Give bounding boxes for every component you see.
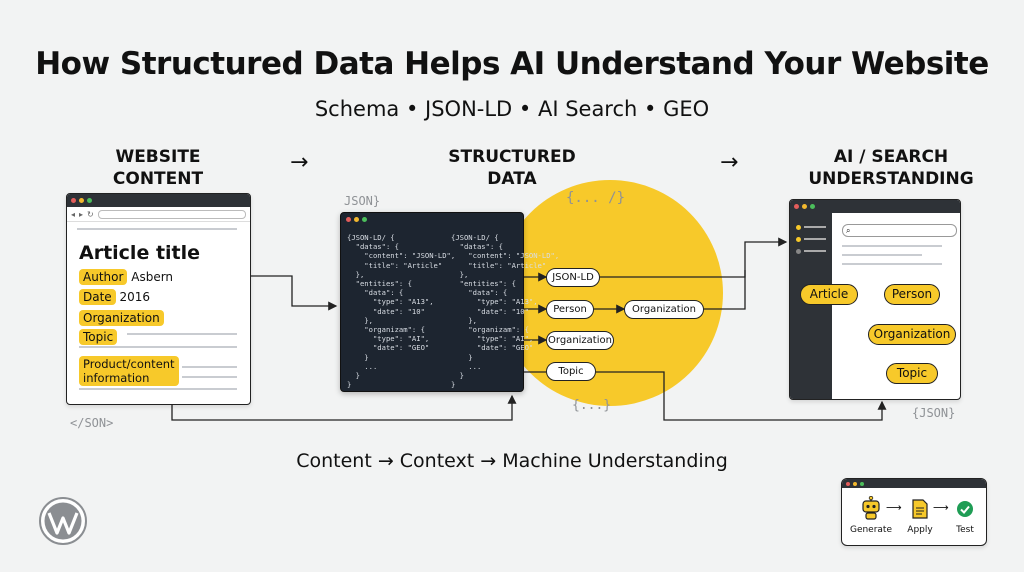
deco-json-bottom-left: </SON> (70, 416, 114, 430)
deco-json-top: JSON} (344, 194, 381, 208)
editor-titlebar (341, 213, 523, 225)
close-dot (794, 204, 799, 209)
deco-json-bottom-right: {JSON} (912, 406, 956, 420)
workflow-card: ⟶ ⟶ Generate Apply Test (841, 478, 987, 546)
sidebar-item[interactable] (804, 250, 826, 252)
robot-icon (862, 496, 880, 520)
page-title: How Structured Data Helps AI Understand … (35, 46, 989, 82)
page-subtitle: Schema • JSON-LD • AI Search • GEO (314, 97, 710, 121)
forward-icon[interactable]: ▸ (79, 209, 84, 219)
flow-arrow-2: ⟶ (933, 501, 949, 514)
maximize-dot (87, 198, 92, 203)
website-browser-window: ◂ ▸ ↻ Article title Author Asbern Date 2… (66, 193, 251, 405)
sidebar-item[interactable] (804, 238, 826, 240)
code-block-right: {JSON-LD/ { "datas": { "content": "JSON-… (451, 233, 560, 390)
checkmark-icon (957, 501, 973, 517)
ai-understanding-heading: AI / SEARCH UNDERSTANDING (808, 147, 974, 189)
website-content-heading: WEBSITE CONTENT (112, 147, 204, 189)
text-line (79, 388, 237, 390)
maximize-dot (362, 216, 367, 222)
sidebar-dot (796, 249, 801, 254)
structured-data-heading: STRUCTURED DATA (448, 147, 576, 189)
header-arrow-1: → (290, 150, 309, 175)
step-generate-label: Generate (849, 525, 893, 535)
text-line (182, 376, 237, 378)
ai-node-article: Article (800, 284, 858, 305)
text-line (842, 245, 942, 247)
sidebar-dot (796, 225, 801, 230)
topic-label: Topic (79, 329, 118, 345)
text-line (842, 263, 942, 265)
step-test-label: Test (956, 525, 974, 535)
ai-search-bar[interactable]: ⌕ (842, 224, 957, 237)
organization-label: Organization (79, 310, 164, 326)
ai-sidebar (790, 213, 832, 399)
node-topic: Topic (546, 362, 596, 381)
back-icon[interactable]: ◂ (71, 209, 76, 219)
date-value: 2016 (119, 290, 151, 304)
close-dot (846, 481, 850, 486)
node-json-ld: JSON-LD (546, 268, 600, 287)
text-line (127, 333, 237, 335)
minimize-dot (79, 198, 84, 203)
flow-caption: Content → Context → Machine Understandin… (296, 450, 728, 472)
close-dot (346, 216, 351, 222)
reload-icon[interactable]: ↻ (87, 209, 94, 219)
deco-braces-top: {... /} (566, 190, 626, 206)
text-line (77, 228, 237, 230)
flow-arrow-1: ⟶ (886, 501, 902, 514)
sidebar-item[interactable] (804, 226, 826, 228)
document-icon (912, 499, 928, 519)
close-dot (71, 198, 76, 203)
minimize-dot (354, 216, 359, 222)
text-line (79, 346, 237, 348)
minimize-dot (802, 204, 807, 209)
card-titlebar (842, 479, 986, 488)
node-organization: Organization (546, 331, 614, 350)
header-arrow-2: → (720, 150, 739, 175)
browser-titlebar (67, 194, 250, 207)
field-author: Author Asbern (79, 269, 173, 285)
article-title: Article title (79, 242, 201, 264)
product-info-label: Product/content information (79, 356, 179, 386)
search-icon: ⌕ (846, 226, 851, 235)
text-line (182, 366, 237, 368)
field-organization: Organization (79, 307, 164, 326)
node-organization-main: Organization (624, 300, 704, 319)
address-bar[interactable] (97, 209, 246, 219)
ai-node-person: Person (884, 284, 940, 305)
maximize-dot (860, 481, 864, 486)
code-block-left: {JSON-LD/ { "datas": { "content": "JSON-… (347, 233, 456, 390)
node-person: Person (546, 300, 594, 319)
sidebar-dot (796, 237, 801, 242)
date-label: Date (79, 289, 116, 305)
highlight-circle (497, 180, 723, 406)
step-apply-label: Apply (907, 525, 933, 535)
ai-node-organization: Organization (868, 324, 956, 345)
ai-node-topic: Topic (886, 363, 938, 384)
author-label: Author (79, 269, 128, 285)
browser-toolbar: ◂ ▸ ↻ (67, 207, 250, 222)
maximize-dot (810, 204, 815, 209)
text-line (842, 254, 922, 256)
json-ld-editor: {JSON-LD/ { "datas": { "content": "JSON-… (340, 212, 559, 392)
field-date: Date 2016 (79, 289, 150, 305)
wordpress-logo-icon (39, 497, 87, 545)
ai-titlebar (790, 200, 960, 213)
author-value: Asbern (131, 270, 174, 284)
minimize-dot (853, 481, 857, 486)
field-topic: Topic (79, 326, 118, 345)
deco-braces-bottom: {...} (572, 398, 612, 413)
